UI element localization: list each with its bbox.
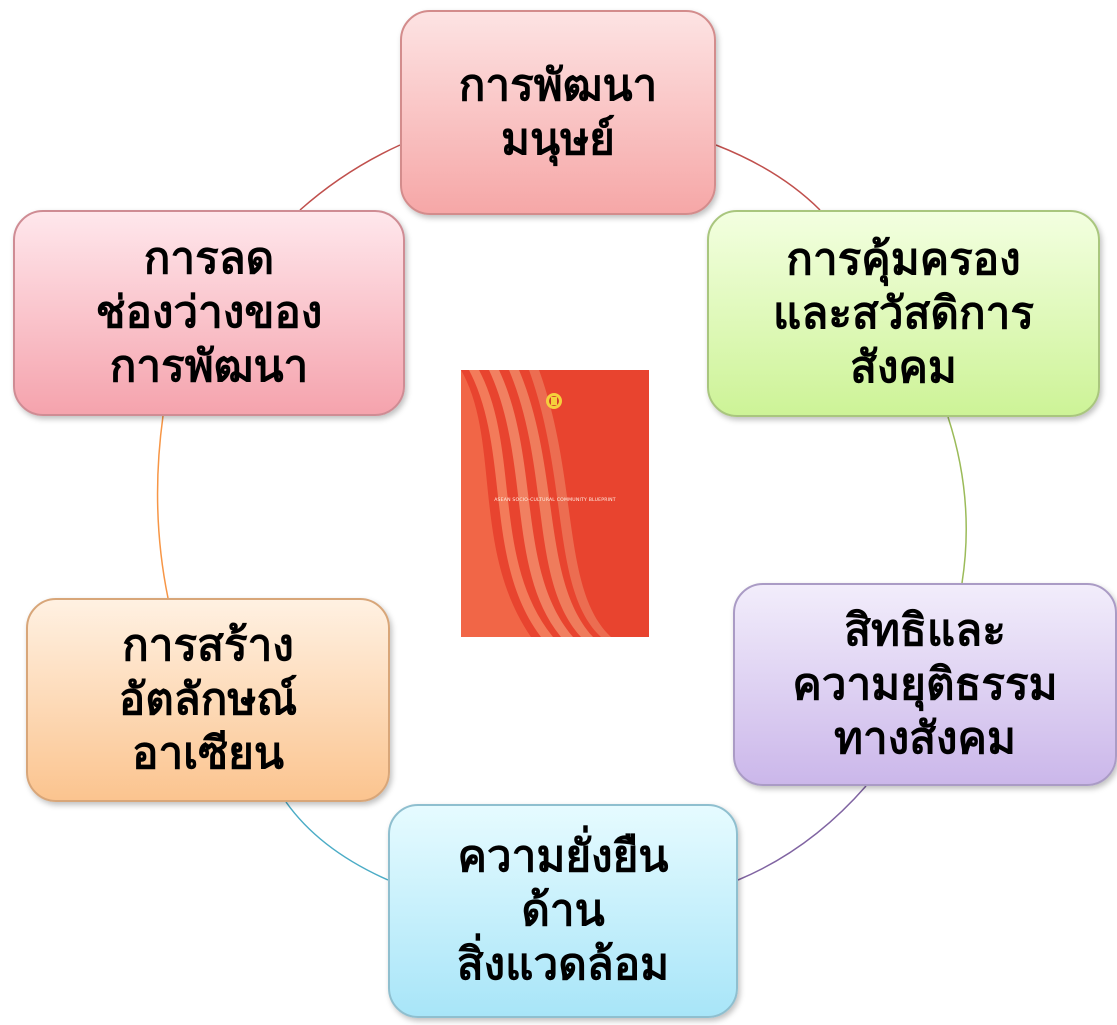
node-narrowing-development-gap-label: การลด ช่องว่างของ การพัฒนา	[95, 233, 323, 392]
node-environmental-sustainability-label: ความยั่งยืน ด้าน สิ่งแวดล้อม	[456, 831, 670, 990]
node-narrowing-development-gap: การลด ช่องว่างของ การพัฒนา	[13, 210, 405, 416]
node-social-justice-label: สิทธิและ ความยุติธรรม ทางสังคม	[792, 604, 1058, 764]
book-cover-title: ASEAN SOCIO-CULTURAL COMMUNITY BLUEPRINT	[494, 498, 616, 503]
ring-arc-env-identity	[285, 801, 389, 881]
ring-arc-human-welfare	[715, 144, 821, 211]
book-cover-art	[461, 370, 649, 637]
ring-arc-gap-human	[299, 144, 401, 211]
ring-arc-welfare-justice	[947, 416, 967, 584]
node-asean-identity-label: การสร้าง อัตลักษณ์ อาเซียน	[118, 620, 298, 779]
node-social-welfare: การคุ้มครอง และสวัสดิการ สังคม	[707, 210, 1100, 417]
ring-arc-identity-gap	[156, 415, 169, 599]
ring-arc-justice-env	[737, 785, 867, 881]
node-social-welfare-label: การคุ้มครอง และสวัสดิการ สังคม	[773, 233, 1034, 393]
blueprint-book-cover: ASEAN SOCIO-CULTURAL COMMUNITY BLUEPRINT	[461, 370, 649, 637]
asean-emblem-icon	[546, 393, 562, 409]
node-asean-identity: การสร้าง อัตลักษณ์ อาเซียน	[26, 598, 390, 802]
node-environmental-sustainability: ความยั่งยืน ด้าน สิ่งแวดล้อม	[388, 804, 738, 1018]
node-human-development: การพัฒนา มนุษย์	[400, 10, 716, 215]
node-social-justice: สิทธิและ ความยุติธรรม ทางสังคม	[733, 583, 1117, 786]
node-human-development-label: การพัฒนา มนุษย์	[458, 59, 658, 165]
